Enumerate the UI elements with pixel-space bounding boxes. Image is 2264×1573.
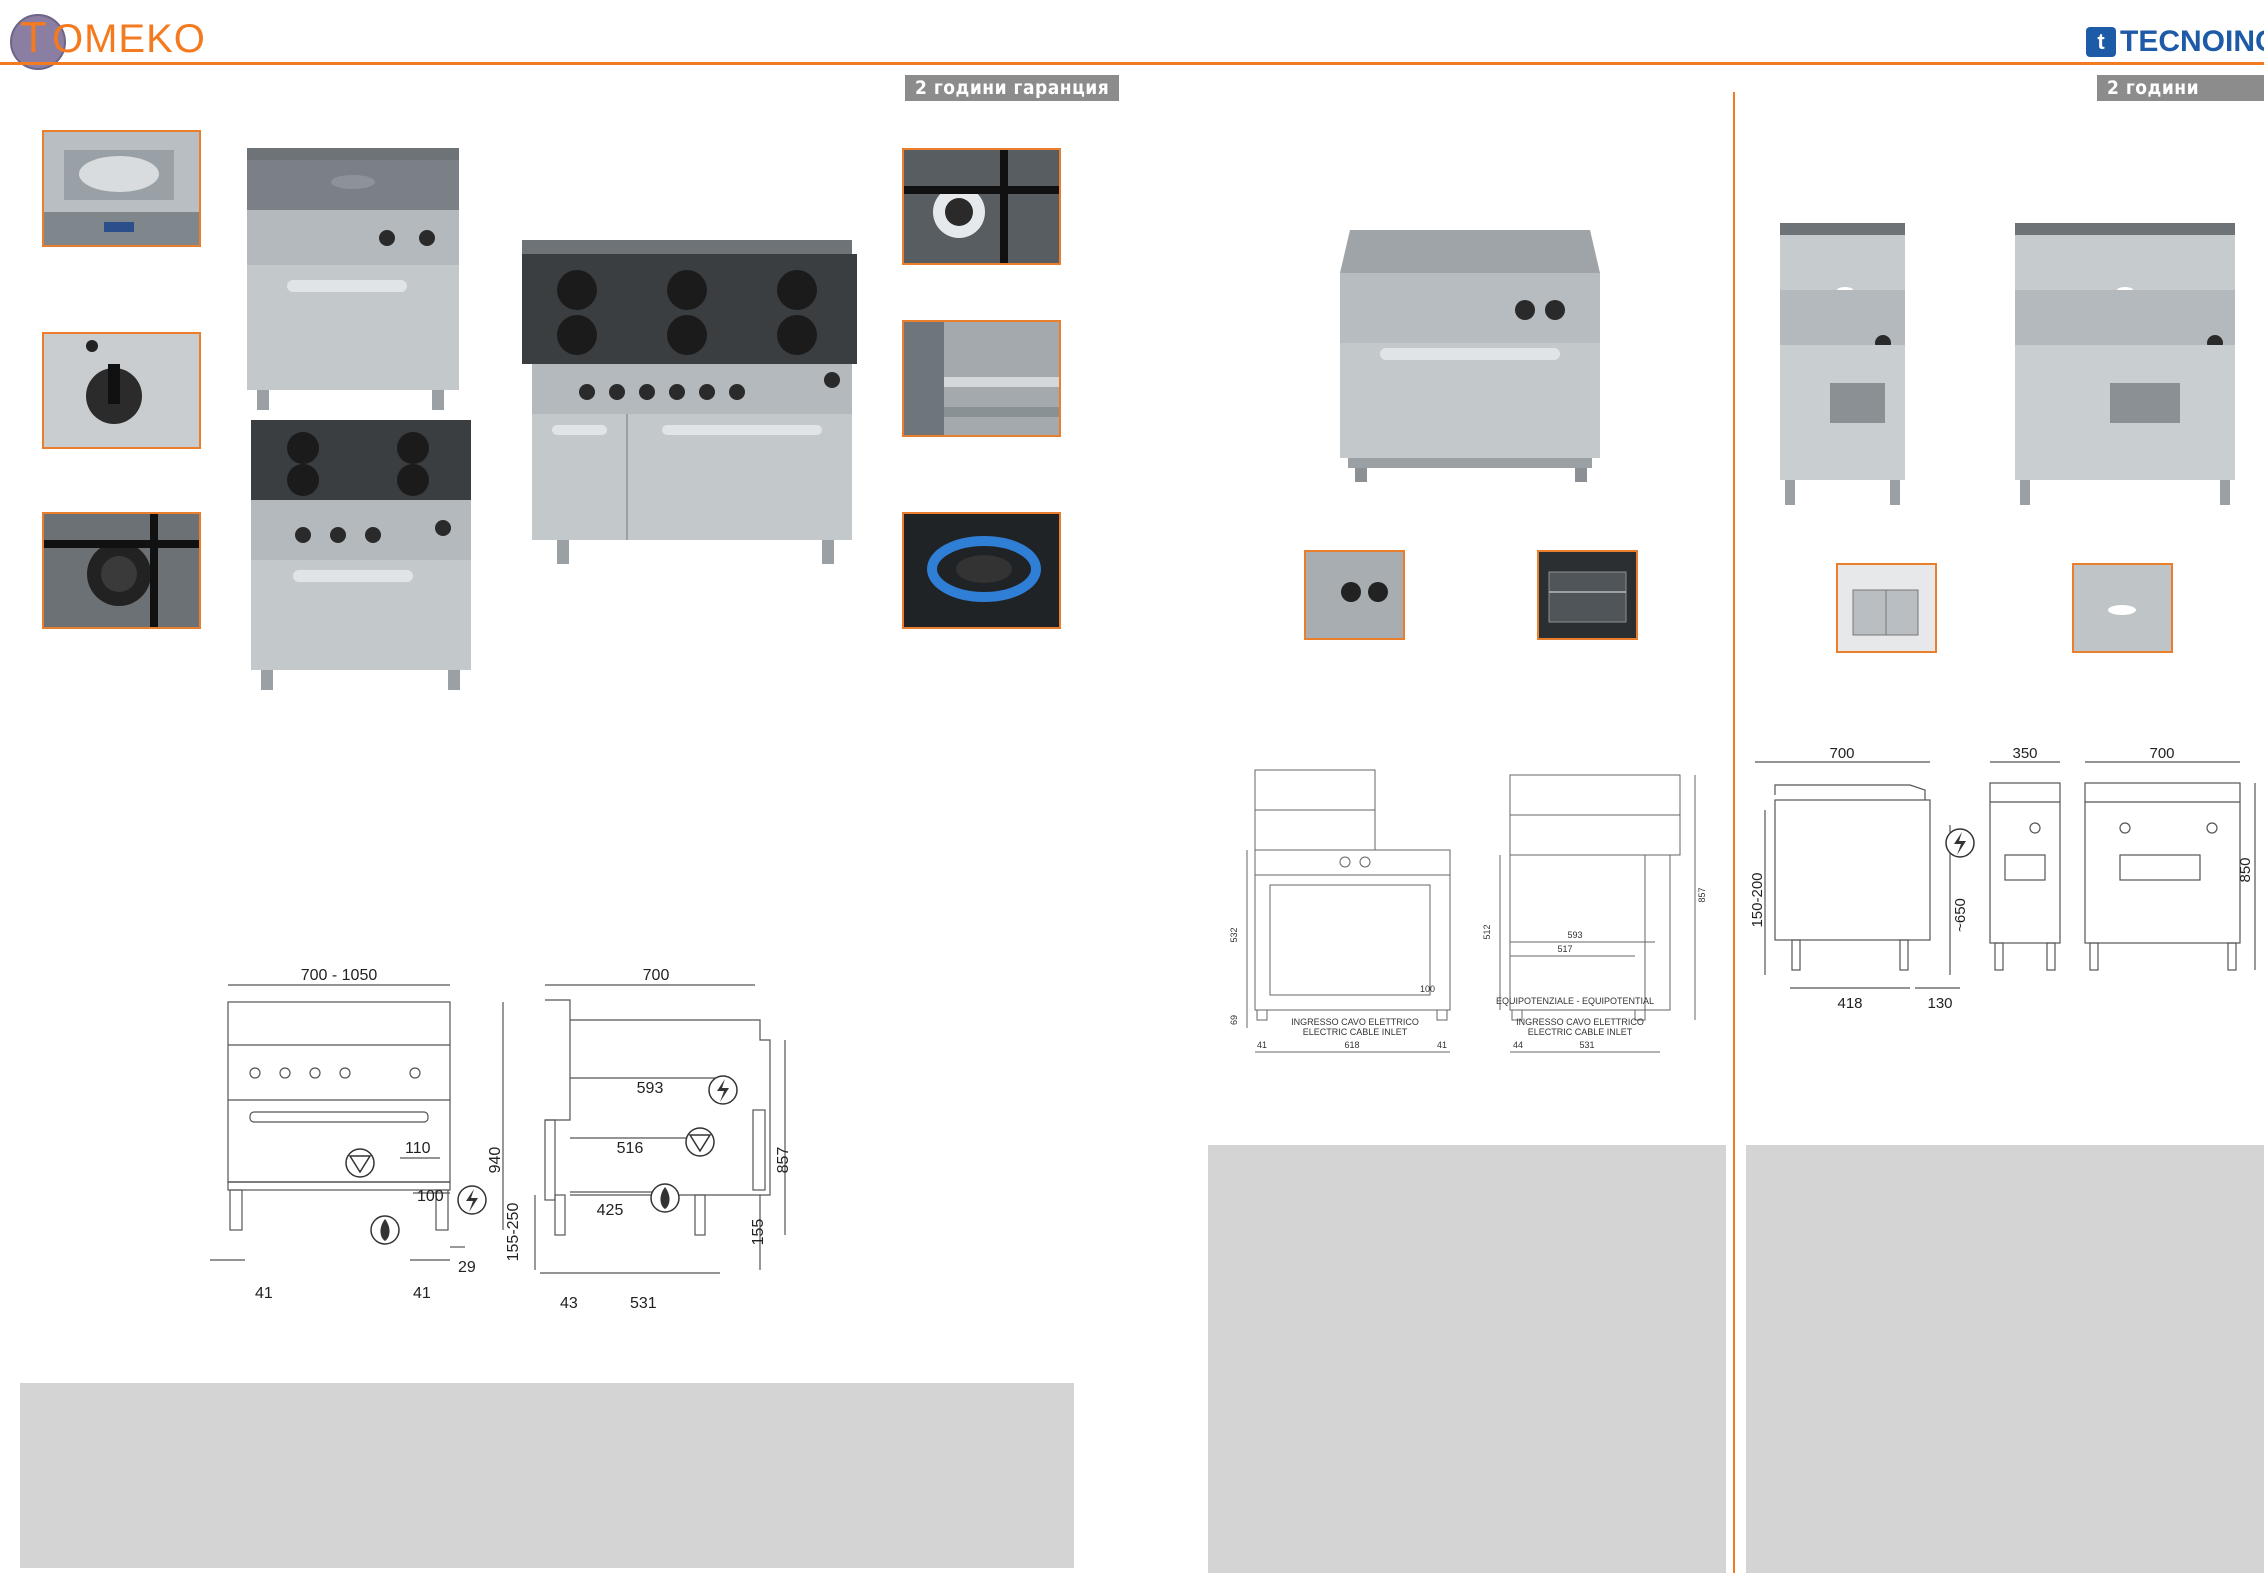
dim-leg-height: 155 bbox=[750, 1219, 767, 1246]
oven-shelf-icon bbox=[904, 322, 1059, 435]
fryer-width-a: 700 bbox=[1829, 745, 1854, 762]
header-rule bbox=[0, 62, 2264, 65]
control-knob-icon bbox=[44, 334, 199, 447]
oven-d-44: 44 bbox=[1513, 1040, 1523, 1050]
oven-h-857: 857 bbox=[1697, 887, 1707, 902]
product-fryer-double bbox=[2015, 223, 2235, 505]
dimension-drawing-fryer: 700 350 700 150-200 ~650 850 418 130 bbox=[1750, 745, 2256, 1012]
tecnoinox-wordmark: TECNOINOX bbox=[2120, 25, 2264, 58]
oven-left-41: 41 bbox=[1257, 1040, 1267, 1050]
wok-burner-icon bbox=[904, 150, 1059, 263]
oven-h-532: 532 bbox=[1229, 927, 1239, 942]
equipotential-icon bbox=[685, 1127, 715, 1157]
oven-equip: EQUIPOTENZIALE - EQUIPOTENTIAL bbox=[1496, 996, 1654, 1006]
electric-bolt-icon bbox=[457, 1185, 487, 1215]
dimension-drawing-oven: 532 69 100 INGRESSO CAVO ELETTRICO ELECT… bbox=[1229, 769, 1707, 1053]
dim-depth-516: 516 bbox=[617, 1140, 644, 1157]
thumb-solid-top bbox=[42, 130, 201, 247]
spec-panel-left bbox=[20, 1383, 1074, 1568]
fryer-d-130: 130 bbox=[1927, 995, 1952, 1012]
tomeko-logo: T OMEKO bbox=[10, 8, 240, 70]
oven-cable-en: ELECTRIC CABLE INLET bbox=[1303, 1027, 1408, 1037]
oven-d-517: 517 bbox=[1557, 944, 1572, 954]
product-4-burner-range bbox=[251, 420, 471, 690]
oven-knob-icon bbox=[1306, 552, 1403, 638]
thumb-gas-flame bbox=[902, 512, 1061, 629]
dimension-drawing-range: 700 - 1050 700 593 516 425 940 857 155-2… bbox=[210, 967, 792, 1312]
gas-flame-icon bbox=[650, 1183, 680, 1213]
thumb-oven-knobs bbox=[1304, 550, 1405, 640]
fryer-h-850: 850 bbox=[2237, 857, 2254, 882]
tecnoinox-logo: t TECNOINOX bbox=[2086, 22, 2264, 62]
solid-top-plate-icon bbox=[44, 132, 199, 245]
gas-burner-icon bbox=[44, 514, 199, 627]
dim-depth-425: 425 bbox=[597, 1202, 624, 1219]
oven-h-69: 69 bbox=[1229, 1015, 1239, 1025]
product-fryer-single bbox=[1780, 223, 1905, 505]
warranty-badge-right: 2 години гаранция bbox=[2097, 75, 2264, 125]
oven-d-593: 593 bbox=[1567, 930, 1582, 940]
oven-right-41: 41 bbox=[1437, 1040, 1447, 1050]
oven-cable-it: INGRESSO CAVO ELETTRICO bbox=[1291, 1017, 1419, 1027]
fryer-drain-icon bbox=[2074, 565, 2171, 651]
thumb-oven-interior bbox=[1537, 550, 1638, 640]
column-divider bbox=[1733, 92, 1735, 1573]
dim-531: 531 bbox=[630, 1295, 657, 1312]
product-6-burner-range bbox=[522, 240, 857, 564]
fryer-basket-icon bbox=[1838, 565, 1935, 651]
fryer-range: 150-200 bbox=[1750, 872, 1766, 927]
dim-left-41: 41 bbox=[255, 1285, 273, 1302]
dim-width-side: 700 bbox=[643, 967, 670, 984]
thumb-fryer-basket bbox=[1836, 563, 1937, 653]
logo-letter-t: T bbox=[20, 13, 47, 62]
oven-d-100: 100 bbox=[1420, 984, 1435, 994]
dim-110: 110 bbox=[405, 1140, 431, 1157]
spec-panel-right bbox=[1746, 1145, 2264, 1573]
dim-height-857: 857 bbox=[775, 1147, 792, 1174]
dim-right-41: 41 bbox=[413, 1285, 431, 1302]
thumb-fryer-drain bbox=[2072, 563, 2173, 653]
dim-depth-593: 593 bbox=[637, 1080, 664, 1097]
product-solid-top-range bbox=[247, 148, 459, 410]
dim-43: 43 bbox=[560, 1295, 578, 1312]
thumb-burner bbox=[42, 512, 201, 629]
oven-cable-en-2: ELECTRIC CABLE INLET bbox=[1528, 1027, 1633, 1037]
spec-panel-middle bbox=[1208, 1145, 1726, 1573]
electric-bolt-icon bbox=[1945, 828, 1975, 858]
tecnoinox-mark-icon: t bbox=[2086, 27, 2116, 57]
warranty-badge-left: 2 години гаранция bbox=[905, 75, 1120, 101]
oven-d-531: 531 bbox=[1579, 1040, 1594, 1050]
fryer-h-650: ~650 bbox=[1952, 898, 1969, 932]
blue-flame-icon bbox=[904, 514, 1059, 627]
fryer-width-b: 350 bbox=[2012, 745, 2037, 762]
thumb-wok-burner bbox=[902, 148, 1061, 265]
oven-interior-icon bbox=[1539, 552, 1636, 638]
oven-width-618: 618 bbox=[1344, 1040, 1359, 1050]
product-gas-oven bbox=[1340, 230, 1600, 482]
dim-leg-adjust: 155-250 bbox=[505, 1203, 522, 1262]
equipotential-icon bbox=[345, 1148, 375, 1178]
fryer-d-418: 418 bbox=[1837, 995, 1862, 1012]
fryer-width-c: 700 bbox=[2149, 745, 2174, 762]
dim-height-940: 940 bbox=[487, 1147, 504, 1174]
electric-bolt-icon bbox=[708, 1075, 738, 1105]
thumb-knob bbox=[42, 332, 201, 449]
oven-cable-it-2: INGRESSO CAVO ELETTRICO bbox=[1516, 1017, 1644, 1027]
dim-100: 100 bbox=[417, 1188, 444, 1205]
oven-h-512: 512 bbox=[1482, 924, 1492, 939]
logo-circle-icon bbox=[10, 14, 66, 70]
logo-wordmark: OMEKO bbox=[52, 17, 206, 61]
thumb-oven-shelf bbox=[902, 320, 1061, 437]
dim-width-front: 700 - 1050 bbox=[301, 967, 378, 984]
gas-flame-icon bbox=[370, 1215, 400, 1245]
dim-29: 29 bbox=[458, 1259, 476, 1276]
